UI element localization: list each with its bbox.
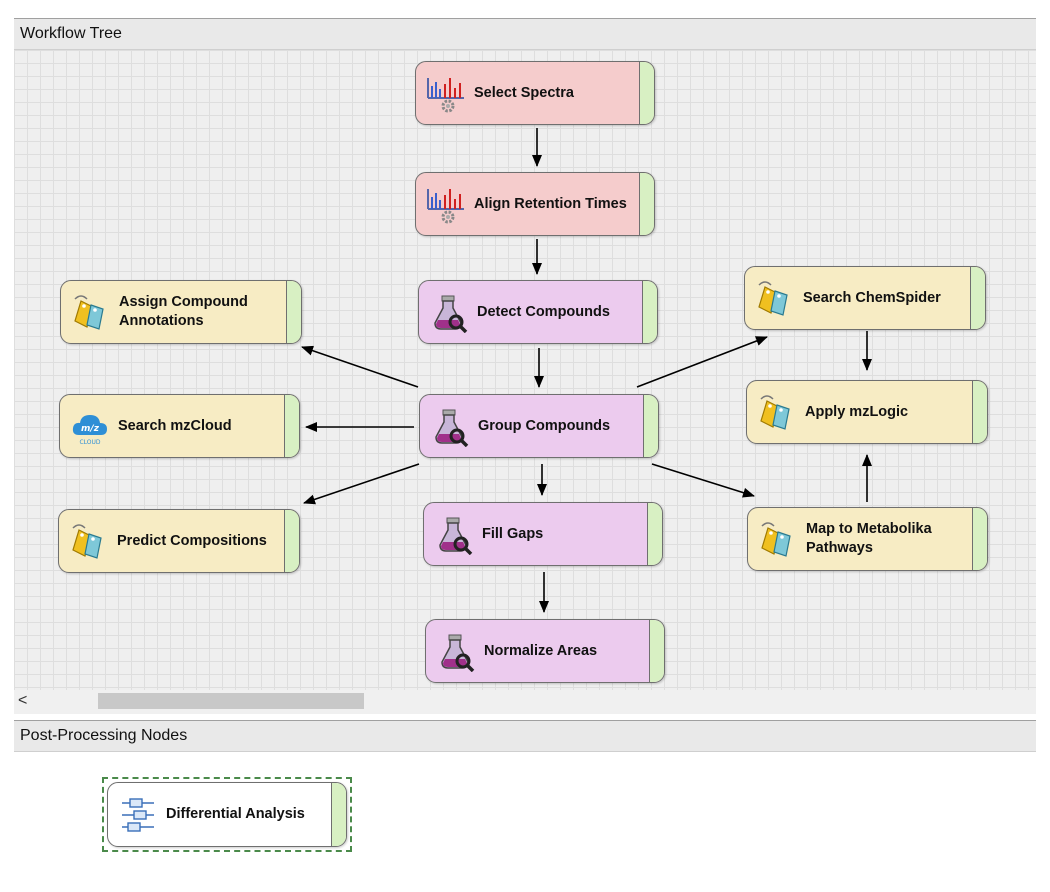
node-predict-compositions[interactable]: Predict Compositions <box>58 509 300 573</box>
spectra-gear-icon <box>427 189 464 224</box>
node-label: Detect Compounds <box>477 303 610 320</box>
post-processing-title: Post-Processing Nodes <box>20 727 188 744</box>
node-tab <box>331 783 346 846</box>
node-tab <box>647 503 662 565</box>
node-group-compounds[interactable]: Group Compounds <box>419 394 659 458</box>
post-processing-area[interactable]: Differential Analysis <box>14 752 1036 882</box>
workflow-tree-title: Workflow Tree <box>20 25 122 42</box>
node-label: Select Spectra <box>474 84 574 101</box>
node-select-spectra[interactable]: Select Spectra <box>415 61 655 125</box>
post-processing-header: Post-Processing Nodes <box>14 720 1036 752</box>
svg-text:CLOUD: CLOUD <box>79 439 100 446</box>
node-label: Differential Analysis <box>166 806 305 822</box>
flask-magnifier-icon <box>439 517 473 555</box>
connection-arrows <box>301 128 872 613</box>
node-label: Apply mzLogic <box>805 403 909 420</box>
node-tab <box>639 62 654 124</box>
node-label: Group Compounds <box>478 417 611 434</box>
tags-icon <box>761 522 791 557</box>
node-tab <box>643 395 658 457</box>
node-tab <box>649 620 664 682</box>
spectra-gear-icon <box>427 78 464 113</box>
scroll-thumb[interactable] <box>98 693 364 709</box>
node-tab <box>642 281 657 343</box>
selection-outline <box>102 777 352 852</box>
node-apply-mzlogic[interactable]: Apply mzLogic <box>746 380 988 444</box>
node-label: Align Retention Times <box>474 195 627 212</box>
tags-icon <box>758 281 788 316</box>
node-label: Normalize Areas <box>484 642 598 659</box>
tags-icon <box>72 524 102 559</box>
scroll-left-arrow[interactable]: < <box>18 692 28 709</box>
node-detect-compounds[interactable]: Detect Compounds <box>418 280 658 344</box>
node-map-to-metabolika-pathways[interactable]: Map to Metabolika Pathways <box>747 507 988 571</box>
node-differential-analysis[interactable]: Differential Analysis <box>107 782 347 847</box>
arrow-group-to-metabolika <box>651 463 755 498</box>
flask-magnifier-icon <box>441 634 475 672</box>
node-fill-gaps[interactable]: Fill Gaps <box>423 502 663 566</box>
arrow-group-to-predict <box>303 463 420 505</box>
node-label: Fill Gaps <box>482 525 544 542</box>
node-tab <box>972 508 987 570</box>
boxplot-icon <box>122 798 154 832</box>
node-tab <box>286 281 301 343</box>
tags-icon <box>74 295 104 330</box>
node-label: Assign Compound Annotations <box>119 294 248 329</box>
node-normalize-areas[interactable]: Normalize Areas <box>425 619 665 683</box>
workflow-tree-header: Workflow Tree <box>14 18 1036 50</box>
horizontal-scrollbar[interactable]: < <box>14 690 1036 714</box>
svg-text:m/z: m/z <box>81 424 100 434</box>
flask-magnifier-icon <box>435 409 469 447</box>
node-label: Search mzCloud <box>118 417 232 434</box>
node-search-mzcloud[interactable]: m/z CLOUD Search mzCloud <box>59 394 300 458</box>
node-tab <box>970 267 985 329</box>
arrow-group-to-assign <box>301 345 419 388</box>
flask-magnifier-icon <box>434 295 468 333</box>
tags-icon <box>760 395 790 430</box>
node-search-chemspider[interactable]: Search ChemSpider <box>744 266 986 330</box>
node-label: Map to Metabolika Pathways <box>806 521 932 556</box>
node-tab <box>639 173 654 235</box>
node-tab <box>284 510 299 572</box>
node-label: Search ChemSpider <box>803 289 941 306</box>
arrow-group-to-chemspider <box>636 336 768 388</box>
workflow-canvas[interactable]: Select Spectra Align Retention Times <box>14 50 1036 690</box>
mzcloud-logo-icon: m/z CLOUD <box>72 415 107 446</box>
node-tab <box>972 381 987 443</box>
node-assign-compound-annotations[interactable]: Assign Compound Annotations <box>60 280 302 344</box>
node-label: Predict Compositions <box>117 532 267 549</box>
node-align-retention-times[interactable]: Align Retention Times <box>415 172 655 236</box>
node-tab <box>284 395 299 457</box>
